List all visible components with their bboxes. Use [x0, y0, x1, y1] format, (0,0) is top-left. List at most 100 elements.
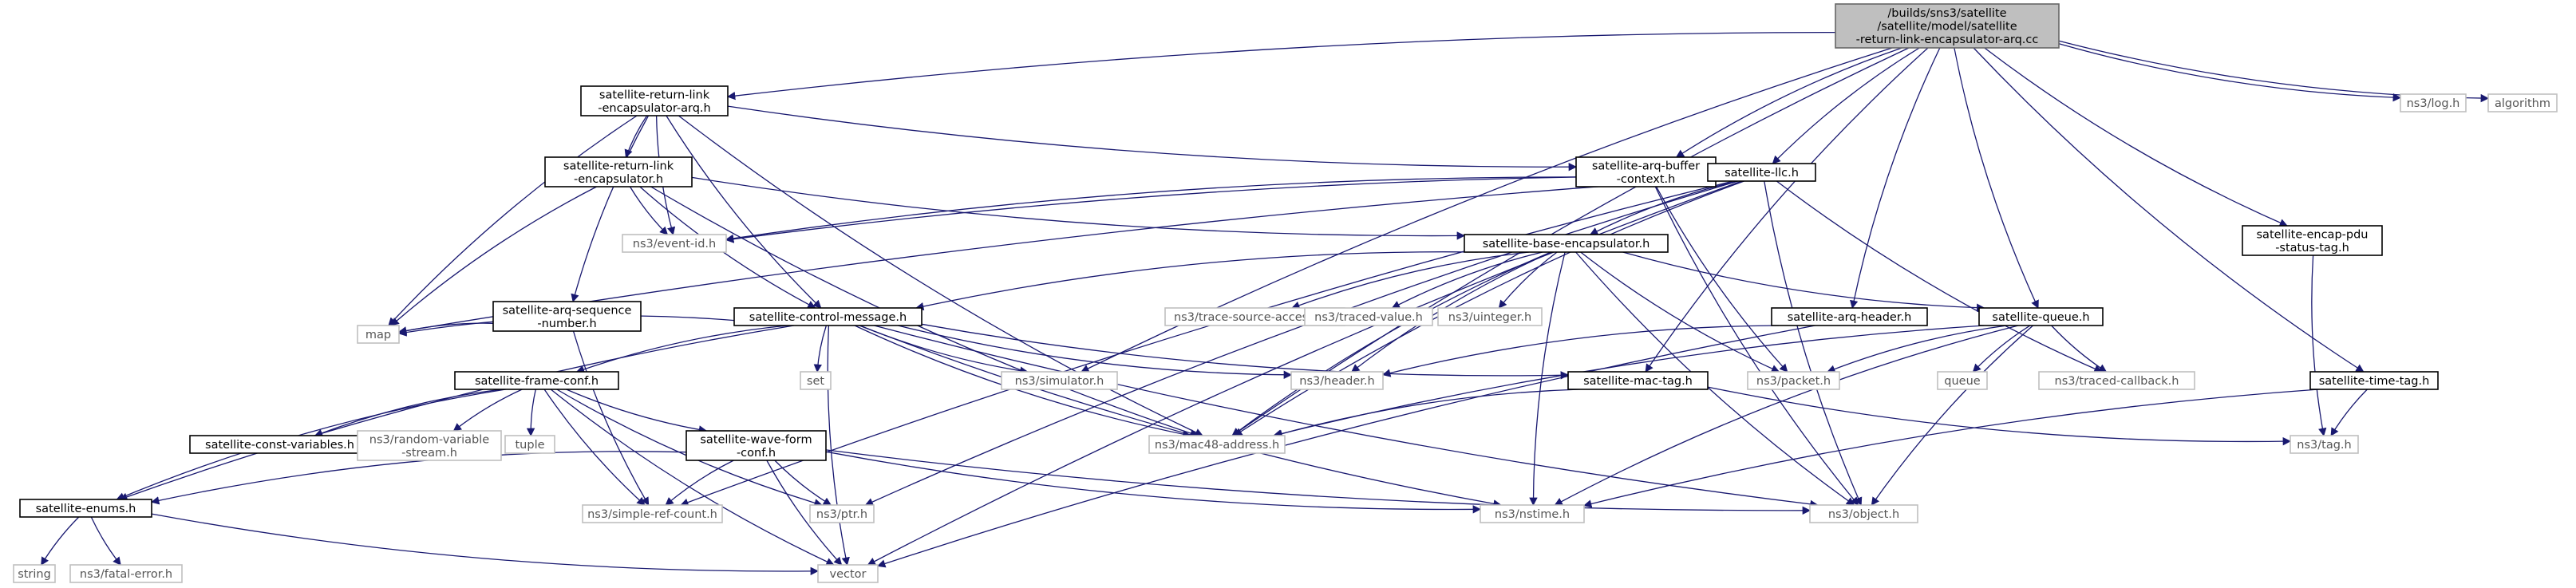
node-queue[interactable]: satellite-queue.h	[1978, 307, 2104, 326]
node-label: set	[807, 375, 824, 388]
node-retEncArqH[interactable]: satellite-return-link-encapsulator-arq.h	[580, 85, 729, 116]
node-root: /builds/sns3/satellite/satellite/model/s…	[1835, 3, 2060, 49]
edge-llc-to-baseEnc	[1589, 180, 1738, 235]
node-box	[1304, 307, 1433, 326]
node-tag: ns3/tag.h	[2290, 435, 2359, 454]
node-box	[2242, 225, 2383, 256]
node-log: ns3/log.h	[2400, 93, 2467, 112]
node-box	[1480, 504, 1585, 523]
node-label: -status-tag.h	[2275, 242, 2349, 255]
edge-llc-to-object	[1764, 180, 1863, 506]
edge-frameConf-to-tuple	[526, 389, 536, 437]
node-label: satellite-arq-sequence	[503, 304, 632, 317]
edge-queue-to-queueStd	[1972, 325, 2031, 373]
node-enums[interactable]: satellite-enums.h	[19, 499, 152, 518]
node-macTag[interactable]: satellite-mac-tag.h	[1567, 371, 1709, 390]
node-label: satellite-time-tag.h	[2319, 375, 2430, 388]
edge-frameConf-to-enums	[116, 389, 506, 501]
edge-retEncH-to-eventId	[629, 186, 669, 235]
node-map: map	[357, 325, 400, 344]
edge-llc-to-vector	[867, 180, 1742, 566]
edge-enums-to-string	[41, 516, 80, 566]
edge-queue-to-nstime	[1554, 325, 2019, 506]
node-label: satellite-encap-pdu	[2257, 228, 2369, 241]
node-header: ns3/header.h	[1290, 371, 1384, 390]
edge-retEncArqH-to-arqSeq	[571, 115, 650, 303]
node-string: string	[13, 564, 56, 583]
node-label: -conf.h	[737, 447, 776, 460]
edge-arqSeq-to-map	[397, 322, 494, 335]
node-label: ns3/event-id.h	[633, 238, 716, 251]
edge-timeTag-to-tag	[2330, 389, 2368, 436]
edge-baseEnc-to-mac48	[1231, 251, 1551, 436]
node-label: ns3/uinteger.h	[1448, 311, 1531, 324]
node-arqHdr[interactable]: satellite-arq-header.h	[1771, 307, 1928, 326]
node-tracedVal: ns3/traced-value.h	[1304, 307, 1433, 326]
edge-baseEnc-to-header	[1351, 251, 1552, 373]
node-packet: ns3/packet.h	[1747, 371, 1840, 390]
node-box	[817, 564, 879, 583]
edge-arqBuf-to-packet	[1656, 186, 1788, 373]
edge-retEncArqH-to-retEncH	[624, 115, 648, 158]
edge-enums-to-fatalErr	[90, 516, 121, 566]
node-box	[800, 371, 832, 390]
node-label: satellite-enums.h	[36, 503, 136, 515]
node-frameConf[interactable]: satellite-frame-conf.h	[454, 371, 619, 390]
edge-retEncArqH-to-mac48	[678, 115, 1203, 436]
node-label: satellite-return-link	[563, 160, 674, 172]
node-llc[interactable]: satellite-llc.h	[1707, 163, 1816, 182]
node-label: algorithm	[2495, 97, 2550, 110]
node-label: ns3/ptr.h	[816, 508, 867, 521]
node-label: -context.h	[1617, 173, 1676, 186]
edge-queue-to-tracedCb	[2051, 325, 2108, 373]
node-arqSeq[interactable]: satellite-arq-sequence-number.h	[492, 301, 642, 332]
node-label: satellite-mac-tag.h	[1583, 375, 1693, 388]
edge-arqSeq-to-simpleRef	[572, 330, 650, 506]
node-arqBuf[interactable]: satellite-arq-buffer-context.h	[1575, 156, 1717, 187]
node-rndStream: ns3/random-variable-stream.h	[357, 430, 502, 461]
file-nodes: /builds/sns3/satellite/satellite/model/s…	[13, 3, 2558, 583]
edge-arqHdr-to-vector	[877, 325, 1815, 568]
edge-ctrlMsg-to-vector	[827, 325, 850, 566]
node-box	[13, 564, 56, 583]
edge-waveForm-to-nstime	[825, 451, 1482, 514]
node-waveForm[interactable]: satellite-wave-form-conf.h	[685, 430, 827, 461]
node-label: vector	[830, 568, 867, 581]
node-retEncH[interactable]: satellite-return-link-encapsulator.h	[544, 156, 693, 187]
node-label: satellite-control-message.h	[749, 311, 907, 324]
edge-llc-to-mac48	[1234, 180, 1744, 436]
edge-retEncH-to-baseEnc	[691, 176, 1466, 240]
node-label: ns3/log.h	[2407, 97, 2460, 110]
node-constVars[interactable]: satellite-const-variables.h	[189, 435, 370, 454]
node-box	[809, 504, 875, 523]
node-label: map	[365, 329, 391, 341]
node-encapPdu[interactable]: satellite-encap-pdu-status-tag.h	[2242, 225, 2383, 256]
node-label: ns3/traced-value.h	[1314, 311, 1423, 324]
node-label: satellite-return-link	[599, 89, 710, 101]
edge-arqBuf-to-object	[1654, 186, 1859, 506]
edge-ctrlMsg-to-object	[874, 325, 1819, 509]
node-label: queue	[1944, 375, 1981, 388]
node-box	[1001, 371, 1118, 390]
node-box	[1575, 156, 1717, 187]
node-ctrlMsg[interactable]: satellite-control-message.h	[733, 307, 923, 326]
node-timeTag[interactable]: satellite-time-tag.h	[2309, 371, 2439, 390]
node-label: ns3/fatal-error.h	[80, 568, 172, 581]
edge-frameConf-to-constVars	[314, 389, 502, 437]
edge-baseEnc-to-nstime	[1529, 251, 1566, 507]
edge-root-to-log	[2058, 43, 2402, 102]
node-label: -stream.h	[401, 447, 457, 460]
edge-llc-to-tracedCb	[1776, 180, 2103, 373]
edge-baseEnc-to-uinteger	[1498, 251, 1558, 309]
node-label: string	[18, 568, 51, 581]
edge-llc-to-map	[397, 178, 1709, 335]
edge-ctrlMsg-to-enums	[119, 325, 795, 501]
node-box	[1290, 371, 1384, 390]
node-box	[685, 430, 827, 461]
node-box	[2487, 93, 2558, 112]
edge-queue-to-packet	[1827, 325, 2007, 373]
node-box	[357, 430, 502, 461]
node-uinteger: ns3/uinteger.h	[1437, 307, 1543, 326]
node-baseEnc[interactable]: satellite-base-encapsulator.h	[1464, 234, 1669, 253]
dependency-edges	[41, 31, 2490, 576]
